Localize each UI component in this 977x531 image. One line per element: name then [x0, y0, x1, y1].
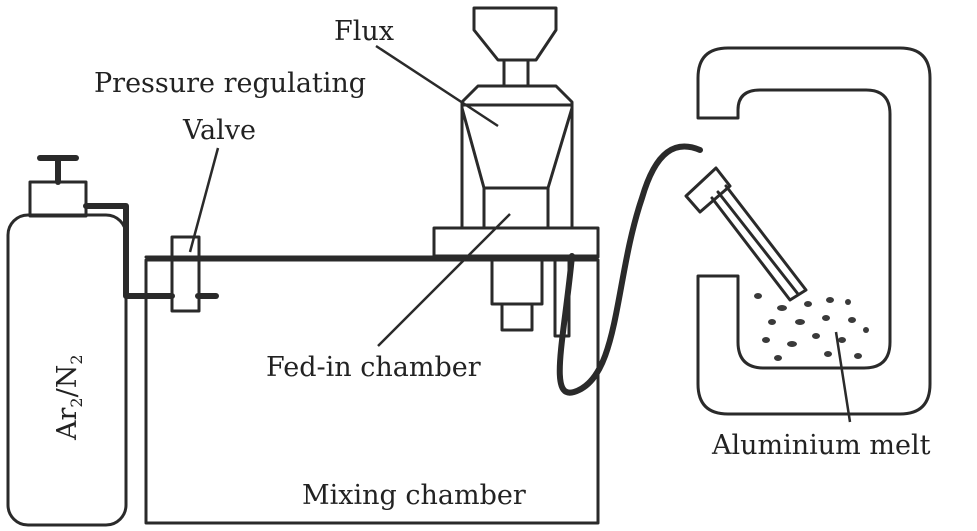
particle — [777, 305, 787, 311]
gas-cylinder: Ar2/N2 — [6, 155, 128, 527]
melting-furnace — [696, 46, 932, 416]
particle — [795, 319, 805, 325]
particle — [824, 351, 832, 357]
mixing-chamber-label: Mixing chamber — [302, 480, 526, 511]
hopper-top-cup — [472, 6, 558, 62]
furnace-wall — [696, 46, 932, 416]
valve-leader — [188, 147, 220, 253]
aluminium-melt-leader — [834, 331, 852, 423]
outlet-block — [490, 254, 544, 306]
injection-lance — [684, 166, 808, 302]
hopper-neck — [502, 58, 530, 88]
aluminium-melt-label: Aluminium melt — [711, 430, 931, 461]
particle — [768, 319, 776, 325]
gas-pipe — [83, 203, 175, 299]
fed-in-chamber-leader — [377, 213, 511, 347]
particle — [812, 333, 820, 339]
particle — [804, 301, 812, 307]
flux-hose — [556, 143, 703, 396]
flux-hopper — [432, 6, 600, 338]
flux-leader — [375, 44, 499, 128]
particle — [754, 293, 762, 299]
melt-particles — [754, 293, 869, 361]
particle — [854, 353, 862, 359]
pressure-regulating-label: Pressure regulating — [94, 68, 366, 99]
particle — [838, 337, 846, 343]
particle — [774, 355, 782, 361]
pressure-regulating-valve — [170, 235, 201, 313]
fed-in-chamber-box — [482, 186, 550, 230]
particle — [845, 299, 851, 305]
lance-inner — [716, 190, 800, 296]
particle — [762, 337, 770, 343]
mounting-plate — [432, 226, 600, 258]
gas-cylinder-label: Ar2/N2 — [52, 354, 86, 441]
lance-collar — [684, 166, 732, 214]
particle — [848, 317, 856, 323]
hopper-right-body — [460, 84, 574, 229]
hopper-funnel — [460, 106, 574, 190]
flux-label: Flux — [334, 16, 394, 47]
particle — [822, 315, 830, 321]
particle — [826, 297, 834, 303]
outlet-nozzle — [500, 302, 534, 332]
particle — [863, 327, 869, 333]
cylinder-valve-block — [28, 180, 88, 218]
valve-label: Valve — [182, 115, 256, 146]
particle — [787, 341, 797, 347]
valve-body — [170, 235, 201, 313]
mixing-chamber — [144, 258, 600, 525]
fed-in-chamber-label: Fed-in chamber — [266, 352, 481, 383]
